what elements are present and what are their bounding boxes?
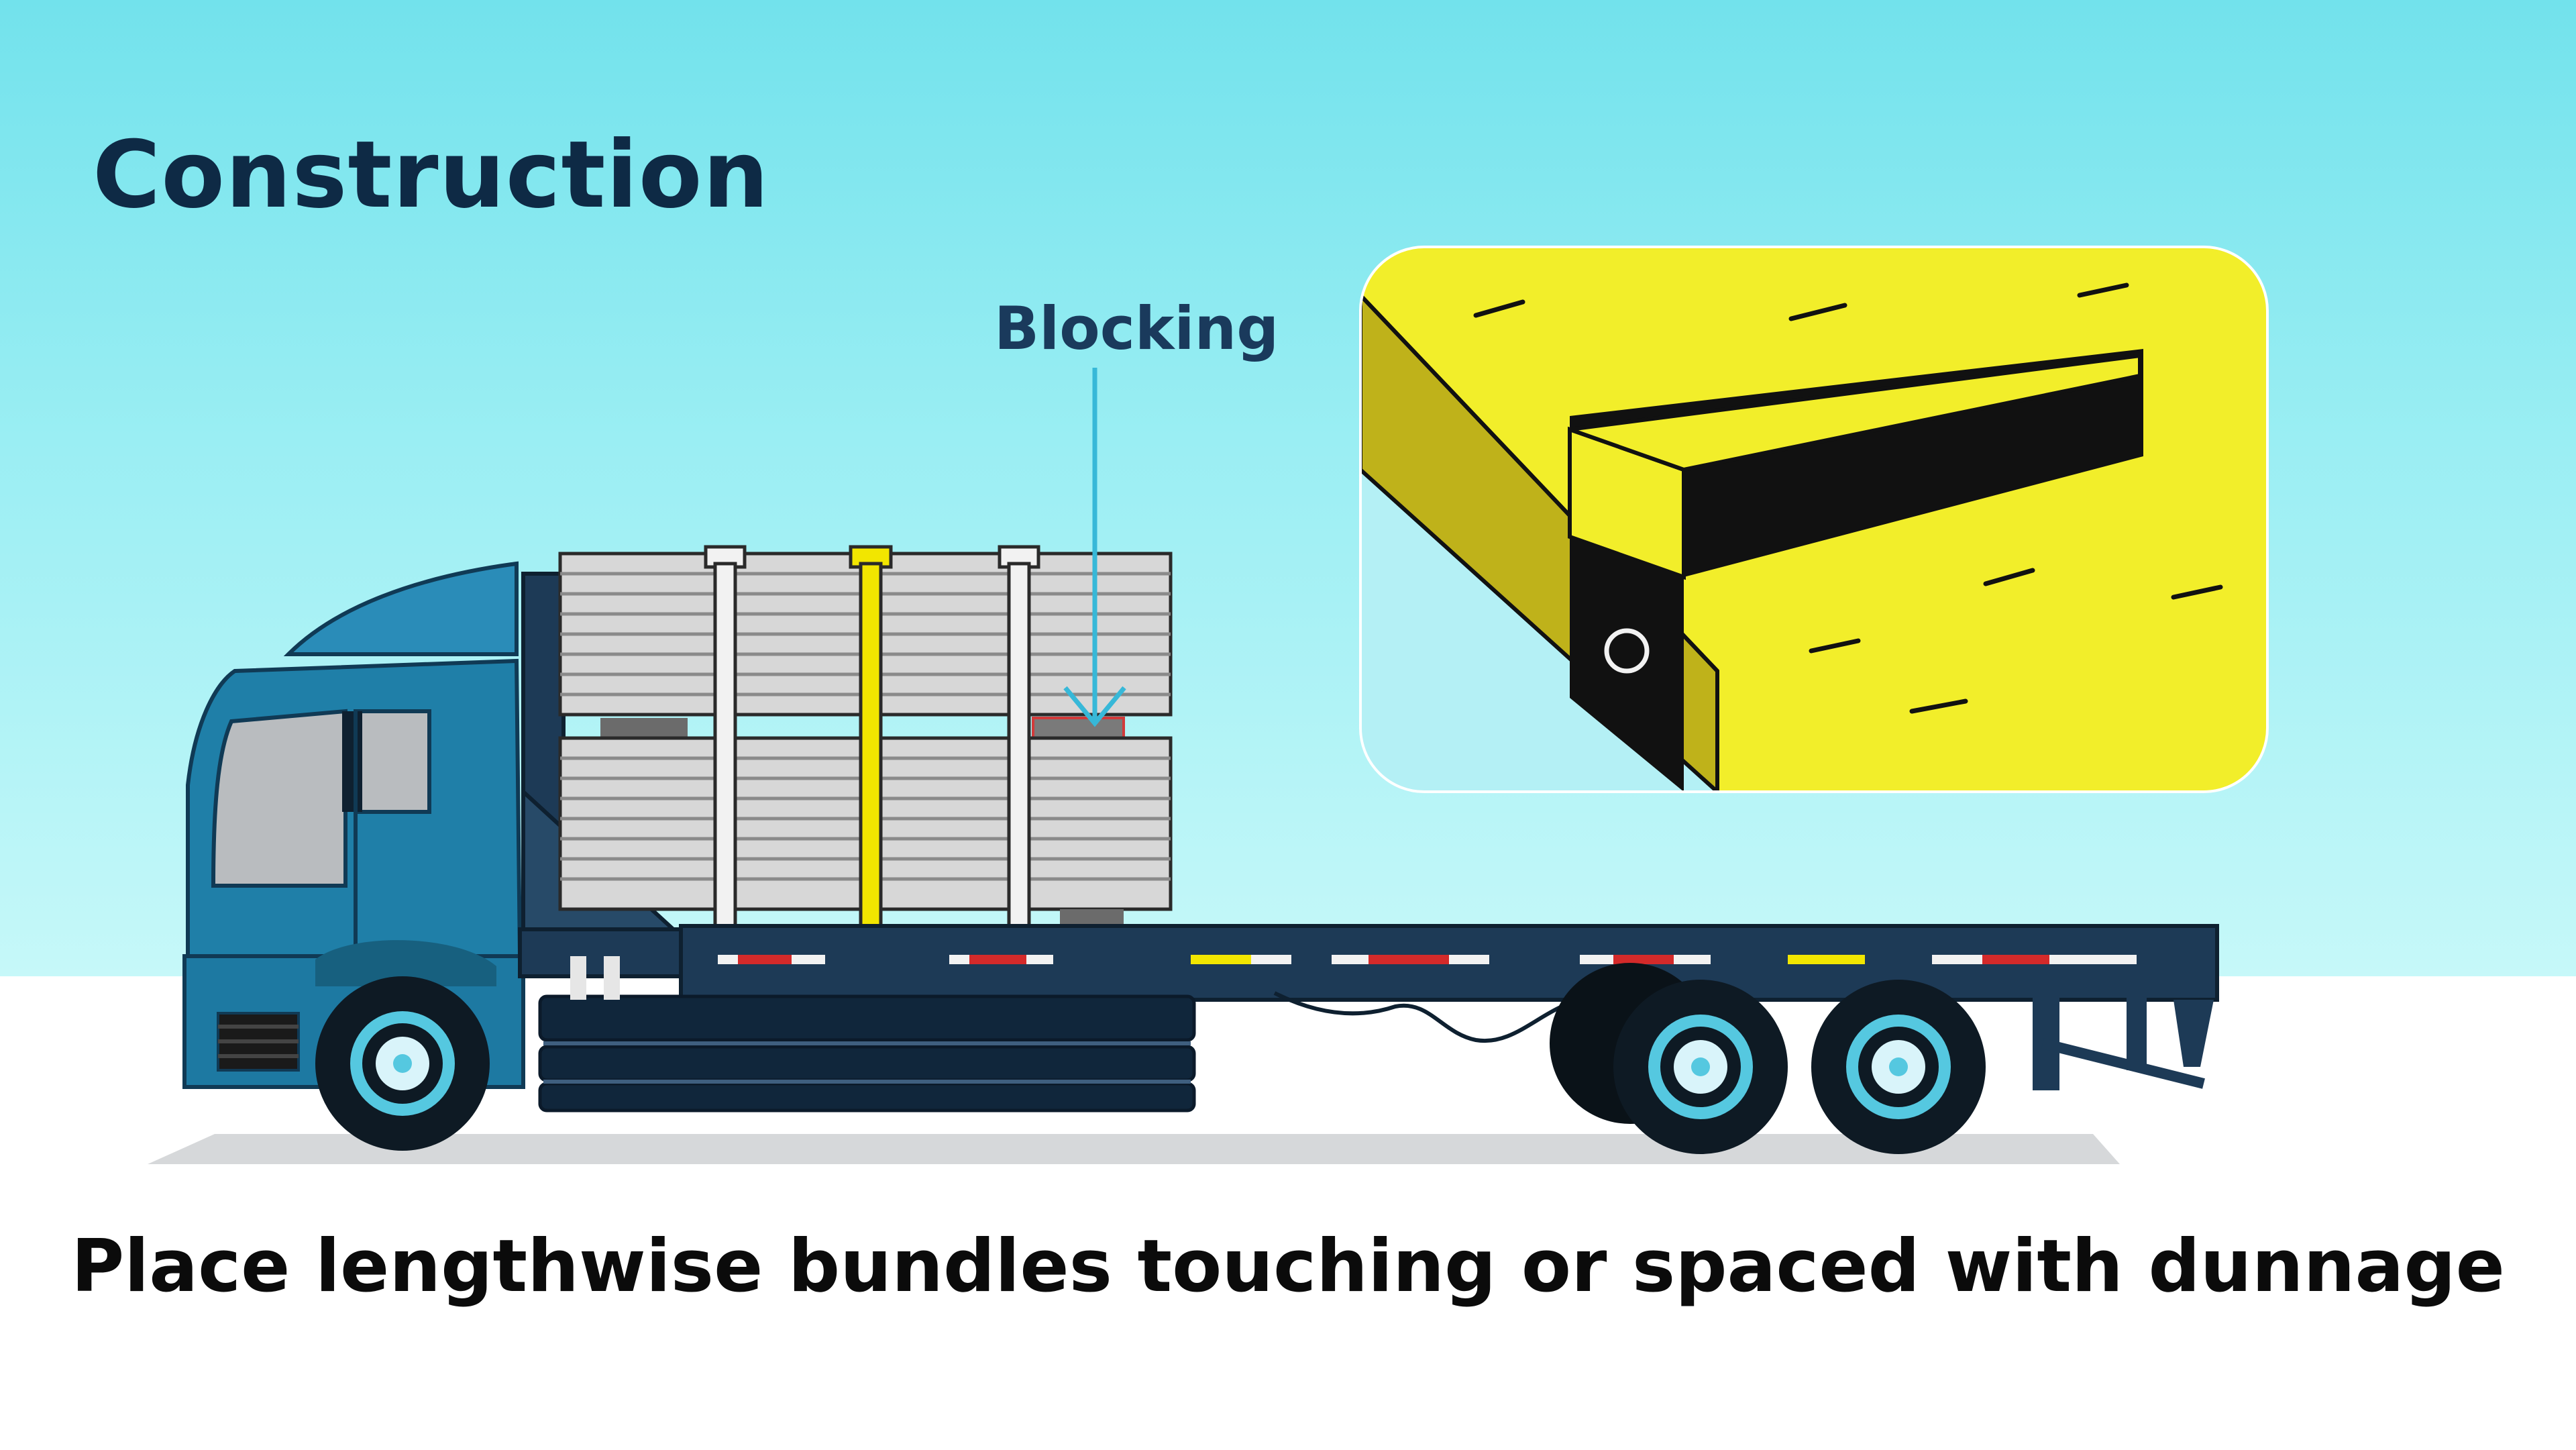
saddle-tanks bbox=[538, 956, 1196, 1112]
slide-title: Construction bbox=[93, 121, 769, 229]
rear-wheel-1 bbox=[1550, 963, 1788, 1154]
slide-caption: Place lengthwise bundles touching or spa… bbox=[71, 1225, 2505, 1308]
flatbed-trailer bbox=[518, 924, 2219, 1090]
inset-frame bbox=[1359, 246, 2269, 793]
blocking-detail-inset bbox=[1360, 247, 2267, 792]
front-wheel bbox=[315, 976, 490, 1151]
rear-wheel-2 bbox=[1811, 980, 1986, 1154]
blocking-label: Blocking bbox=[994, 294, 1279, 363]
tie-down-straps bbox=[704, 545, 1040, 1026]
blocking-arrow bbox=[1063, 368, 1126, 727]
ground-shadow bbox=[148, 1134, 2120, 1164]
